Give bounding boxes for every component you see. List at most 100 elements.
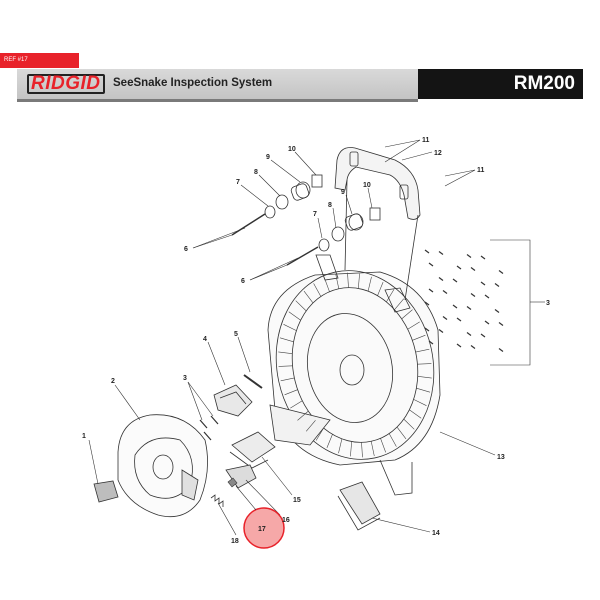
- screw-3[interactable]: [498, 348, 504, 352]
- spring[interactable]: [210, 494, 224, 507]
- drum-rib: [386, 289, 395, 303]
- screw-3[interactable]: [494, 309, 500, 313]
- callout-11-upper: 11: [422, 137, 430, 144]
- callout-13: 13: [497, 454, 505, 461]
- screw-3[interactable]: [470, 267, 476, 271]
- screw-3[interactable]: [456, 343, 462, 348]
- pin[interactable]: [243, 374, 263, 389]
- callout-16: 16: [282, 517, 290, 524]
- foot-pad[interactable]: [229, 431, 276, 469]
- drum-rib: [280, 377, 295, 382]
- drum-rib: [295, 300, 307, 312]
- header-rule: [17, 99, 418, 102]
- screw-3[interactable]: [466, 332, 472, 336]
- drum-rib: [347, 272, 349, 288]
- highlight-circle-17[interactable]: [243, 507, 285, 549]
- callout-10-upper: 10: [288, 146, 296, 153]
- drum-rib: [396, 426, 407, 440]
- drum-rib: [315, 427, 324, 441]
- drum-rib: [358, 273, 360, 289]
- drum-rib: [370, 441, 375, 457]
- screw-3[interactable]: [438, 329, 444, 333]
- screw-3[interactable]: [484, 320, 490, 325]
- bearing-assembly-upper[interactable]: [264, 174, 323, 219]
- screw-6-upper[interactable]: [231, 213, 266, 236]
- callout-9-upper: 9: [266, 154, 270, 161]
- screw-3[interactable]: [470, 293, 476, 297]
- screw-3[interactable]: [456, 317, 462, 322]
- screw-3[interactable]: [428, 288, 434, 293]
- drum-rib: [417, 376, 432, 379]
- drum-rib: [413, 399, 427, 406]
- screw-3[interactable]: [452, 304, 458, 309]
- header-bar: RIDGID SeeSnake Inspection System RM200: [17, 69, 583, 102]
- support-foot[interactable]: [337, 481, 381, 531]
- side-plate[interactable]: [117, 414, 208, 518]
- screw-3[interactable]: [480, 281, 486, 286]
- reel-drum-ribs: [278, 272, 432, 458]
- handle-frame[interactable]: [334, 147, 421, 301]
- drum-rib: [412, 334, 426, 341]
- screw-3[interactable]: [424, 301, 430, 306]
- screw-3[interactable]: [424, 249, 430, 254]
- part-17-clip[interactable]: [227, 477, 238, 488]
- screw-3[interactable]: [484, 294, 490, 299]
- screw-3[interactable]: [466, 306, 472, 310]
- reel-drum[interactable]: [259, 254, 451, 496]
- callout-8-lower: 8: [328, 202, 332, 209]
- callout-7-upper: 7: [236, 179, 240, 186]
- callout-10-lower: 10: [363, 182, 371, 189]
- callout-18: 18: [231, 538, 239, 545]
- screw-3[interactable]: [498, 322, 504, 326]
- product-name: SeeSnake Inspection System: [113, 77, 273, 89]
- callout-17: 17: [258, 526, 266, 533]
- ridgid-logo: RIDGID: [31, 73, 101, 94]
- drum-rib: [380, 438, 386, 453]
- callout-11-lower: 11: [477, 167, 485, 174]
- drum-rib: [288, 311, 301, 321]
- bearing-assembly-lower[interactable]: [318, 207, 381, 252]
- drum-rib: [416, 387, 431, 393]
- leader-lines: [88, 139, 545, 536]
- drum-rib: [409, 409, 422, 419]
- screw-3[interactable]: [428, 340, 434, 345]
- screw-3[interactable]: [442, 290, 448, 294]
- header-black-band: [418, 69, 583, 99]
- screw-3[interactable]: [470, 345, 476, 349]
- ridgid-logo-box: [27, 74, 105, 94]
- drum-rib: [401, 309, 413, 320]
- drum-rib: [305, 420, 316, 432]
- callout-3-right: 3: [546, 300, 550, 307]
- screw-3[interactable]: [480, 255, 486, 260]
- ref-tag: REF #17: [0, 53, 79, 68]
- drum-rib: [326, 434, 333, 449]
- screw-3[interactable]: [442, 316, 448, 320]
- drum-rib: [407, 321, 420, 330]
- screw-3[interactable]: [456, 265, 462, 270]
- screw-3[interactable]: [452, 278, 458, 283]
- callout-6-lower: 6: [241, 278, 245, 285]
- drum-rib: [415, 348, 430, 353]
- screw-3[interactable]: [424, 327, 430, 332]
- grip-pad[interactable]: [93, 480, 119, 503]
- drum-rib: [403, 418, 415, 430]
- drum-rib: [313, 283, 322, 297]
- screw-3[interactable]: [494, 283, 500, 287]
- callout-9-lower: 9: [341, 189, 345, 196]
- model-number: RM200: [513, 73, 575, 94]
- screw-3[interactable]: [428, 262, 434, 267]
- drum-rib: [367, 276, 372, 292]
- screw-6-lower[interactable]: [286, 246, 319, 266]
- screw-3[interactable]: [438, 277, 444, 281]
- callout-8-upper: 8: [254, 169, 258, 176]
- drum-rib: [278, 351, 293, 354]
- screw-3[interactable]: [498, 270, 504, 274]
- screw-3[interactable]: [480, 333, 486, 338]
- screw-3[interactable]: [438, 251, 444, 255]
- brake-block[interactable]: [213, 384, 253, 417]
- screw-3[interactable]: [466, 254, 472, 258]
- screws-3-right[interactable]: [424, 249, 504, 352]
- callout-2: 2: [111, 378, 115, 385]
- screws-3-left[interactable]: [199, 415, 219, 441]
